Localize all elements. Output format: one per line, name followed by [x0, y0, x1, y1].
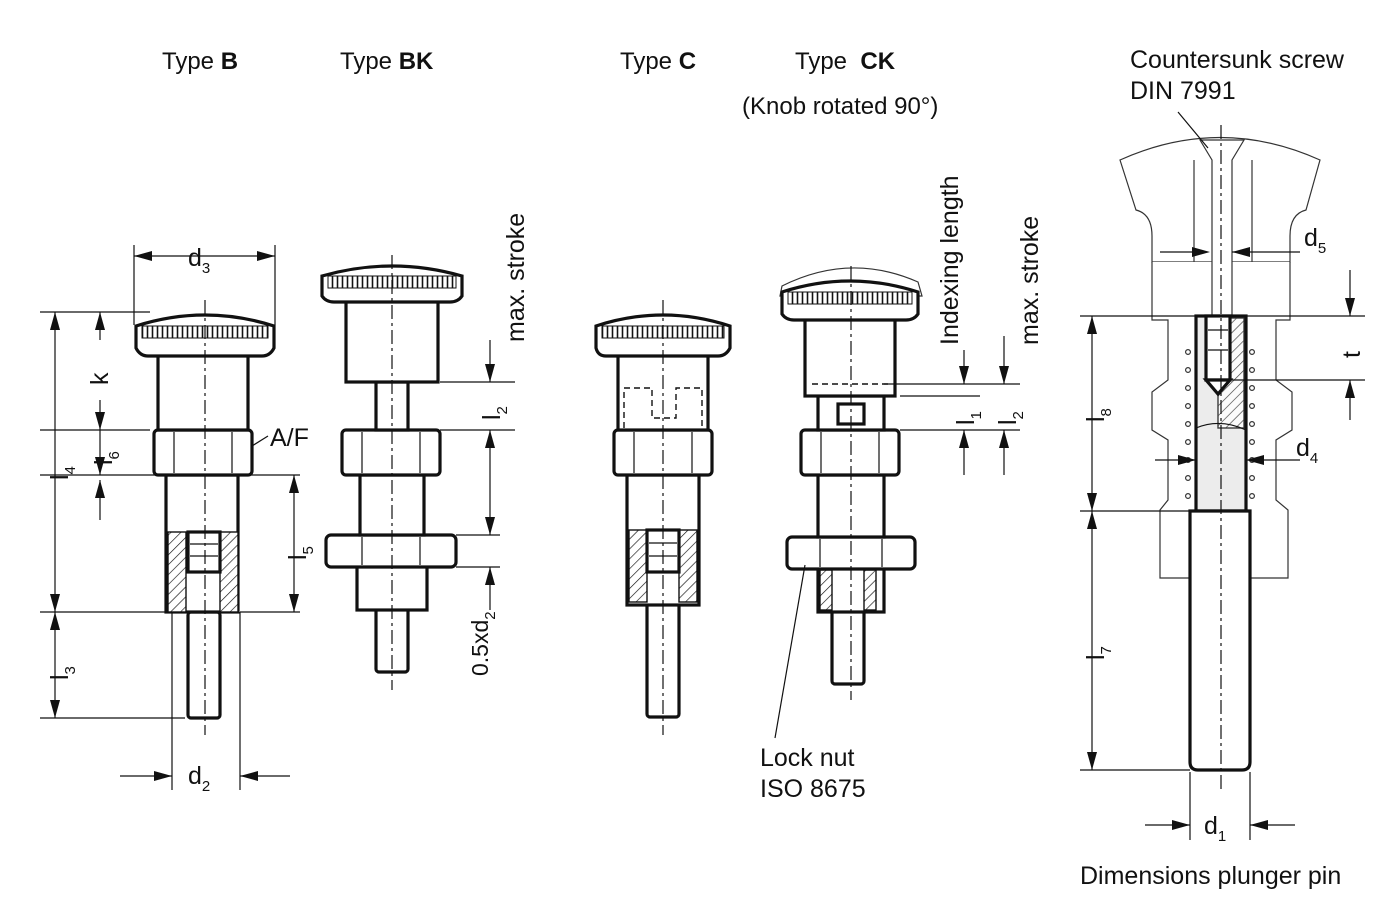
type-ck-dimensions: Indexing length max. stroke l1 l2 Lock n…	[760, 175, 1044, 803]
callout-lock-nut-line1: Lock nut	[760, 744, 855, 772]
callout-countersunk-line1: Countersunk screw	[1130, 46, 1345, 74]
plunger-type-b	[134, 300, 276, 735]
dim-k: k	[86, 372, 114, 385]
lock-nut-leader	[774, 564, 806, 739]
dim-l2-ck: l2	[994, 411, 1027, 425]
type-b-knob-body	[156, 353, 250, 432]
plunger-pin-dimensions: Countersunk screw DIN 7991 d5 t l8 l7 d4	[1080, 46, 1366, 890]
title-type-c: Type C	[620, 48, 696, 75]
callout-countersunk-line2: DIN 7991	[1130, 77, 1236, 105]
type-bk-hex-nut	[340, 428, 442, 477]
type-ck-lower-section-right	[863, 569, 877, 611]
dim-d1: d1	[1204, 812, 1226, 845]
title-type-bk: Type BK	[340, 48, 434, 75]
callout-indexing-length: Indexing length	[936, 175, 964, 345]
caption-plunger-pin: Dimensions plunger pin	[1080, 862, 1341, 890]
plunger-pin-shoulder-curve	[1195, 422, 1247, 431]
dim-l4: l4	[46, 466, 79, 480]
plunger-type-c	[594, 300, 732, 735]
callout-max-stroke-ck: max. stroke	[1016, 216, 1044, 345]
type-c-thread-section	[628, 529, 648, 603]
dim-l5: l5	[284, 546, 317, 560]
plunger-pin-drill-tip	[1202, 378, 1234, 397]
dim-d2: d2	[188, 762, 210, 795]
type-ck-lower-section	[819, 569, 833, 611]
type-bk-dimensions: max. stroke l2 0.5xd2	[440, 213, 530, 676]
countersunk-leader	[1177, 111, 1209, 149]
type-ck-hex-nut	[799, 428, 901, 477]
dim-af: A/F	[270, 424, 309, 452]
type-b-pin	[186, 610, 222, 720]
dim-l3: l3	[46, 666, 79, 680]
dim-d5: d5	[1304, 224, 1326, 257]
title-type-ck: Type CK	[795, 48, 896, 75]
type-b-dimensions: d3 l4 l3 k l6 l5 A/F	[40, 244, 317, 795]
knob-rotated-note: (Knob rotated 90°)	[742, 93, 938, 120]
callout-max-stroke-bk: max. stroke	[502, 213, 530, 342]
type-ck-knob-body	[803, 316, 897, 398]
type-b-thread-section	[167, 531, 187, 613]
plunger-pin-lower	[1188, 509, 1252, 772]
type-b-thread-section-right	[219, 531, 239, 613]
type-b-hex-nut	[152, 428, 254, 477]
plunger-type-bk	[320, 255, 464, 690]
title-type-b: Type B	[162, 48, 238, 75]
dim-t: t	[1338, 351, 1366, 358]
plunger-pin-threaded-hole	[1204, 314, 1232, 382]
callout-lock-nut-line2: ISO 8675	[760, 775, 866, 803]
dim-d4: d4	[1296, 434, 1318, 467]
plunger-type-ck	[779, 266, 923, 700]
dim-l6: l6	[90, 451, 123, 465]
dim-l8: l8	[1082, 408, 1115, 422]
dim-half-d2: 0.5xd2	[467, 611, 499, 676]
dim-d3: d3	[188, 244, 210, 277]
dim-l1: l1	[952, 411, 985, 425]
type-c-thread-section-right	[678, 529, 698, 603]
dim-l2-bk: l2	[478, 406, 511, 420]
type-b-spring-insert	[186, 530, 222, 574]
type-bk-lock-nut	[324, 533, 458, 569]
plunger-pin-detail	[1119, 125, 1321, 790]
type-c-indexing-notch	[623, 387, 703, 428]
type-ck-knurl	[787, 291, 913, 305]
dim-l7: l7	[1082, 646, 1115, 660]
